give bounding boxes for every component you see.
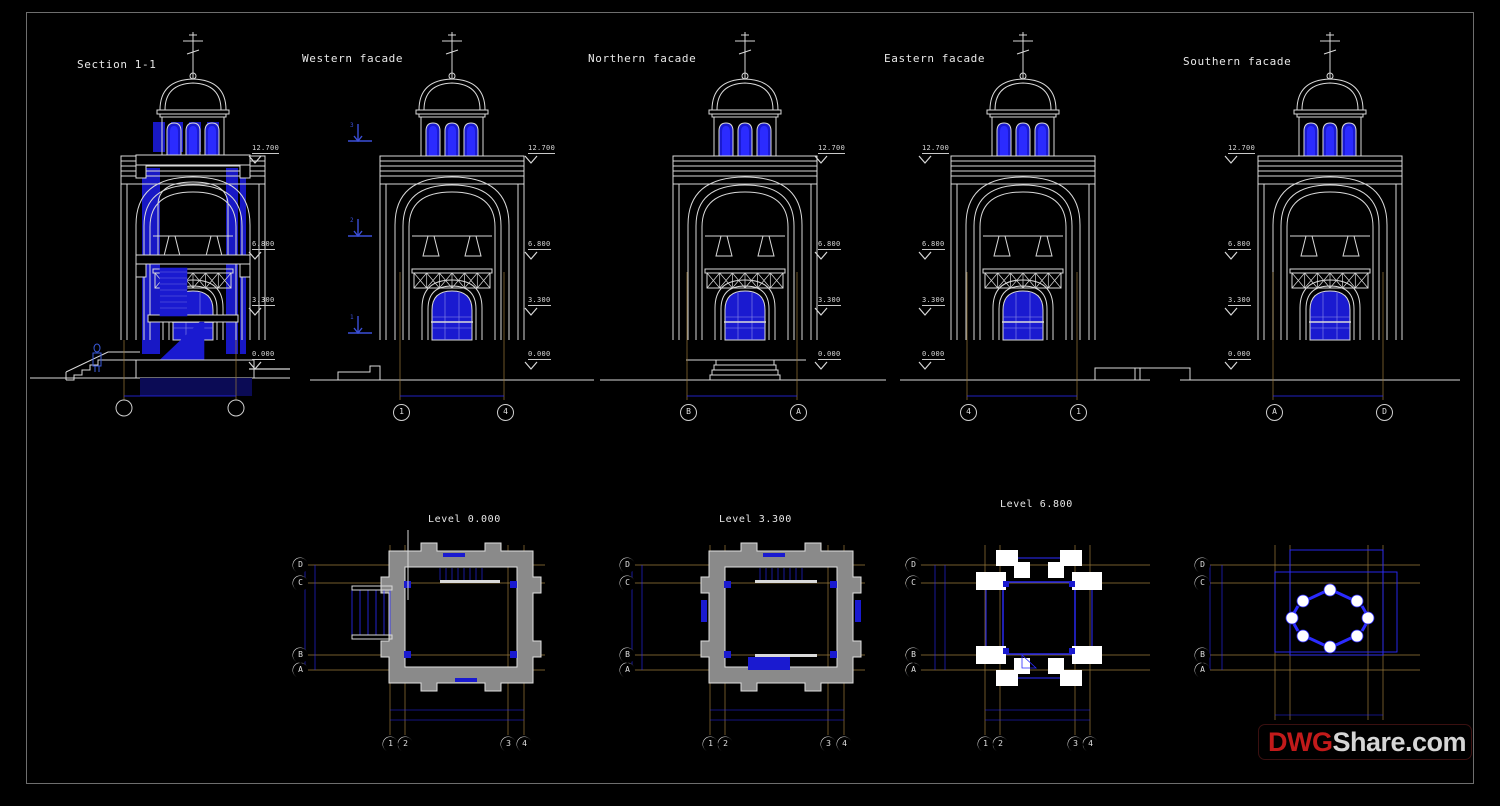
plan6-row-A: A — [906, 663, 921, 678]
plan0-col-3: 3 — [501, 737, 516, 752]
plan6-col-2: 2 — [993, 737, 1008, 752]
human-scale-figure — [92, 343, 102, 372]
plan3-row-D: D — [620, 558, 635, 573]
plan0-col-4: 4 — [517, 737, 532, 752]
title-southern-facade: Southern facade — [1183, 55, 1292, 68]
plandome-row-C: C — [1195, 576, 1210, 591]
title-plan-level-0: Level 0.000 — [428, 514, 501, 525]
title-western-facade: Western facade — [302, 52, 404, 65]
title-northern-facade: Northern facade — [588, 52, 697, 65]
plan6-row-C: C — [906, 576, 921, 591]
plan3-col-1: 1 — [703, 737, 718, 752]
plan0-row-D: D — [293, 558, 308, 573]
elevation-section-1-1 — [30, 32, 290, 417]
elev-marker-north-0000: 0.000 — [818, 350, 841, 360]
plandome-row-B: B — [1195, 648, 1210, 663]
plan3-row-A: A — [620, 663, 635, 678]
elev-marker-south-6800: 6.800 — [1228, 240, 1251, 250]
watermark-share-text: Share.com — [1332, 727, 1467, 757]
elev-marker-north-6800: 6.800 — [818, 240, 841, 250]
bubble-south-right: D — [1376, 404, 1393, 421]
elev-marker-west-12700: 12.700 — [528, 144, 556, 154]
elev-marker-east-12700: 12.700 — [922, 144, 950, 154]
elev-marker-south-3300: 3.300 — [1228, 296, 1251, 306]
bubble-north-left: B — [680, 404, 697, 421]
plan0-row-A: A — [293, 663, 308, 678]
plan3-row-B: B — [620, 648, 635, 663]
elev-marker-west-3300: 3.300 — [528, 296, 551, 306]
plan6-row-D: D — [906, 558, 921, 573]
title-eastern-facade: Eastern facade — [884, 52, 986, 65]
plan3-col-3: 3 — [821, 737, 836, 752]
elevation-eastern-facade — [900, 32, 1150, 400]
elev-marker-west-6800: 6.800 — [528, 240, 551, 250]
elev-marker-section-6800: 6.800 — [252, 240, 275, 250]
bubble-north-right: A — [790, 404, 807, 421]
plan-level-0 — [292, 530, 545, 752]
elevation-western-facade — [310, 32, 594, 400]
section-mark-3: 3 — [350, 122, 354, 129]
elev-marker-east-0000: 0.000 — [922, 350, 945, 360]
elevation-northern-facade — [600, 32, 886, 400]
plan6-col-4: 4 — [1083, 737, 1098, 752]
plan0-row-C: C — [293, 576, 308, 591]
plan-level-6 — [905, 545, 1150, 752]
bubble-east-left: 4 — [960, 404, 977, 421]
bubble-west-left: 1 — [393, 404, 410, 421]
elev-marker-north-3300: 3.300 — [818, 296, 841, 306]
plan3-col-4: 4 — [837, 737, 852, 752]
plan-dome — [1194, 545, 1420, 720]
elev-marker-east-6800: 6.800 — [922, 240, 945, 250]
elev-marker-north-12700: 12.700 — [818, 144, 846, 154]
bubble-west-right: 4 — [497, 404, 514, 421]
plan0-col-1: 1 — [383, 737, 398, 752]
bubble-east-right: 1 — [1070, 404, 1087, 421]
section-mark-1: 1 — [350, 314, 354, 321]
title-plan-level-6: Level 6.800 — [1000, 499, 1073, 510]
elevation-southern-facade — [1134, 32, 1460, 400]
watermark-dwgshare: DWGShare.com — [1268, 727, 1467, 758]
plan0-col-2: 2 — [398, 737, 413, 752]
title-section: Section 1-1 — [77, 58, 157, 71]
watermark-box — [1258, 724, 1472, 760]
elev-marker-section-12700: 12.700 — [252, 144, 280, 154]
plandome-row-D: D — [1195, 558, 1210, 573]
watermark-dwg-text: DWG — [1268, 727, 1333, 757]
elev-marker-south-12700: 12.700 — [1228, 144, 1256, 154]
section-mark-2: 2 — [350, 217, 354, 224]
elev-marker-section-0000: 0.000 — [252, 350, 275, 360]
elev-marker-west-0000: 0.000 — [528, 350, 551, 360]
elev-marker-south-0000: 0.000 — [1228, 350, 1251, 360]
elev-marker-section-3300: 3.300 — [252, 296, 275, 306]
sheet-border — [26, 12, 1474, 784]
plan6-col-1: 1 — [978, 737, 993, 752]
plandome-row-A: A — [1195, 663, 1210, 678]
elev-marker-east-3300: 3.300 — [922, 296, 945, 306]
plan0-row-B: B — [293, 648, 308, 663]
plan6-col-3: 3 — [1068, 737, 1083, 752]
bubble-south-left: A — [1266, 404, 1283, 421]
plan6-row-B: B — [906, 648, 921, 663]
plan-level-3 — [619, 542, 865, 752]
plan3-row-C: C — [620, 576, 635, 591]
plan3-col-2: 2 — [718, 737, 733, 752]
title-plan-level-3: Level 3.300 — [719, 514, 792, 525]
